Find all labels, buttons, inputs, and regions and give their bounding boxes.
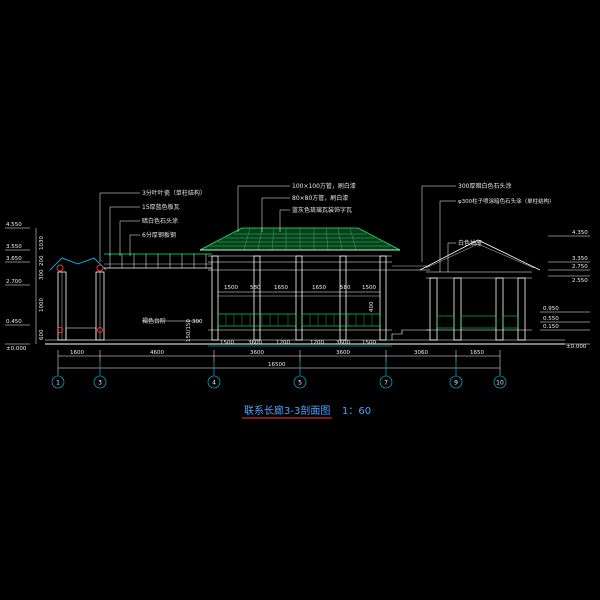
- pdim-1: 3600: [248, 340, 262, 346]
- bench-height-dim: 300: [192, 319, 203, 325]
- pergola-roof-left: [49, 257, 107, 271]
- axis-4: 4: [212, 380, 216, 387]
- pavilion-column-3: [295, 255, 303, 341]
- bench-right: [301, 313, 381, 327]
- bdim-1: 4600: [150, 350, 164, 356]
- right-pavilion-roof: [419, 239, 541, 271]
- elev-left-1: 3.550: [6, 244, 22, 250]
- pavilion-column-1: [211, 255, 219, 341]
- bdim-5: 1650: [470, 350, 484, 356]
- udim-1: 580: [250, 285, 261, 291]
- udim-5: 1500: [362, 285, 376, 291]
- bdim-2: 3600: [250, 350, 264, 356]
- bench-vert-dim: 150/150: [186, 319, 192, 342]
- left-elevations: 4.550 3.550 3.650 2.700 0.450 ±0.000: [6, 222, 27, 352]
- red-capital-2: [96, 264, 104, 272]
- pdim-2: 1200: [276, 340, 290, 346]
- annotation-left-4: 6分厚钢板钢: [142, 231, 176, 239]
- vdim-3: 1000: [39, 298, 45, 312]
- pdim-0: 1500: [220, 340, 234, 346]
- upper-row-dims: 1500 580 1650 1650 580 1500: [224, 285, 376, 291]
- right-elevations: 4.350 3.350 2.750 2.550 0.950 0.550 0.15…: [543, 230, 588, 350]
- vdim-2: 300: [39, 269, 45, 280]
- right-pavilion: [419, 239, 541, 341]
- elev-left-4: 0.450: [6, 319, 22, 325]
- annotation-left-2: 15厚蓝色板瓦: [142, 203, 180, 211]
- elev-right-1: 3.350: [572, 256, 588, 262]
- annotation-mid-1: 100×100方管，刷白漆: [292, 182, 356, 190]
- right-column-3: [495, 277, 504, 341]
- udim-0: 1500: [224, 285, 238, 291]
- axis-7: 7: [384, 380, 388, 387]
- vdim-0: 1030: [39, 236, 45, 250]
- axis-1: 1: [56, 380, 60, 387]
- vdim-1: 200: [39, 255, 45, 266]
- post-height-dim: 400: [369, 301, 375, 312]
- elev-right-2: 2.750: [572, 264, 588, 270]
- pdim-3: 1200: [310, 340, 324, 346]
- left-vertical-dims: 1030 200 300 1000 600: [39, 236, 45, 340]
- red-base-1: [57, 327, 63, 333]
- annotation-mid-3: 蓝灰色琉璃瓦装饰字瓦: [292, 206, 352, 214]
- red-base-2: [97, 327, 103, 333]
- annotation-mid-2: 80×80方管，刷白漆: [292, 194, 348, 202]
- right-column-1: [429, 277, 438, 341]
- elev-right-5: 0.550: [543, 316, 559, 322]
- drawing-title: 联系长廊3-3剖面图: [244, 404, 330, 417]
- vdim-4: 600: [39, 329, 45, 340]
- annotation-right-3: 白色抽屉: [458, 239, 482, 247]
- udim-3: 1650: [312, 285, 326, 291]
- right-column-4: [517, 277, 526, 341]
- elev-right-7: ±0.000: [566, 344, 587, 350]
- right-column-2: [453, 277, 462, 341]
- elev-right-0: 4.350: [572, 230, 588, 236]
- elev-right-3: 2.550: [572, 278, 588, 284]
- pavilion-column-2: [253, 255, 261, 341]
- left-pergola: [49, 253, 212, 341]
- central-pavilion: [199, 227, 410, 341]
- bdim-total: 16500: [268, 362, 286, 368]
- axis-9: 9: [454, 380, 458, 387]
- bench-left: [217, 313, 297, 327]
- annotation-bench: 褐色台阶: [142, 317, 166, 325]
- elev-left-0: 4.550: [6, 222, 22, 228]
- udim-4: 580: [340, 285, 351, 291]
- elev-left-2: 3.650: [6, 256, 22, 262]
- annotation-right-2: φ300柱子喷涂暗色石头涂（单柱结构）: [458, 197, 555, 205]
- elev-left-3: 2.700: [6, 279, 22, 285]
- pdim-5: 1500: [362, 340, 376, 346]
- axis-labels: 1 3 4 5 7 9 10: [56, 380, 504, 387]
- elev-right-4: 0.950: [543, 306, 559, 312]
- red-capital-1: [56, 264, 64, 272]
- bdim-0: 1600: [70, 350, 84, 356]
- axis-5: 5: [298, 380, 302, 387]
- pavilion-column-4: [339, 255, 347, 341]
- elev-right-6: 0.150: [543, 324, 559, 330]
- annotation-right-1: 300厚暗白色石头涂: [458, 182, 511, 190]
- pdim-4: 3600: [336, 340, 350, 346]
- udim-2: 1650: [274, 285, 288, 291]
- elev-left-5: ±0.000: [6, 346, 27, 352]
- axis-10: 10: [496, 380, 504, 387]
- annotation-left-3: 暗白色石头涂: [142, 217, 178, 225]
- pavilion-inner-dims: 1500 3600 1200 1200 3600 1500: [220, 340, 376, 346]
- axis-3: 3: [98, 380, 102, 387]
- pavilion-column-5: [379, 255, 387, 341]
- bdim-3: 3600: [336, 350, 350, 356]
- bdim-4: 3060: [414, 350, 428, 356]
- annotation-left-1: 3分叶叶瓷（单柱结构）: [142, 189, 206, 197]
- drawing-scale: 1：60: [342, 406, 371, 417]
- bottom-dims: 1600 4600 3600 3600 3060 1650 16500: [70, 350, 484, 368]
